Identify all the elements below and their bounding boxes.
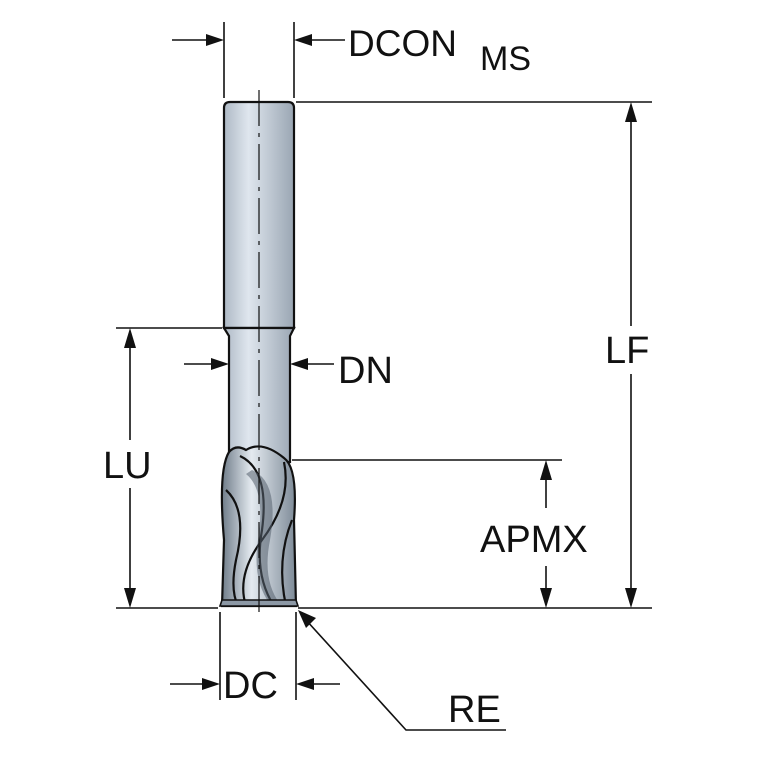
label-dc: DC [223,665,278,707]
re-leader [305,619,506,731]
flute-shadow [246,470,280,604]
apmx-arrow-bottom [540,588,552,608]
label-dcon-subscript: MS [480,40,531,78]
dn-arrow-left [211,358,229,370]
dimensions [116,22,652,731]
lf-arrow-bottom [625,588,637,608]
dcon-arrow-left [206,34,224,46]
label-lu: LU [103,445,152,487]
tool-body [218,90,300,612]
dn-arrow-right [290,358,308,370]
lf-arrow-top [625,102,637,122]
lu-arrow-bottom [124,588,136,608]
label-apmx: APMX [480,519,588,561]
dc-arrow-right [296,678,314,690]
labels: DCON MS DN LF LU APMX DC RE [103,23,649,731]
label-lf: LF [605,330,649,372]
re-arrow [298,610,316,628]
flute-helix-3 [225,489,242,607]
dc-arrow-left [202,678,220,690]
lu-arrow-top [124,328,136,348]
flute-helix-4 [281,519,294,607]
label-re: RE [448,689,501,731]
dcon-arrow-right [294,34,312,46]
apmx-arrow-top [540,460,552,480]
label-dcon: DCON [348,23,457,64]
label-dn: DN [338,350,393,392]
